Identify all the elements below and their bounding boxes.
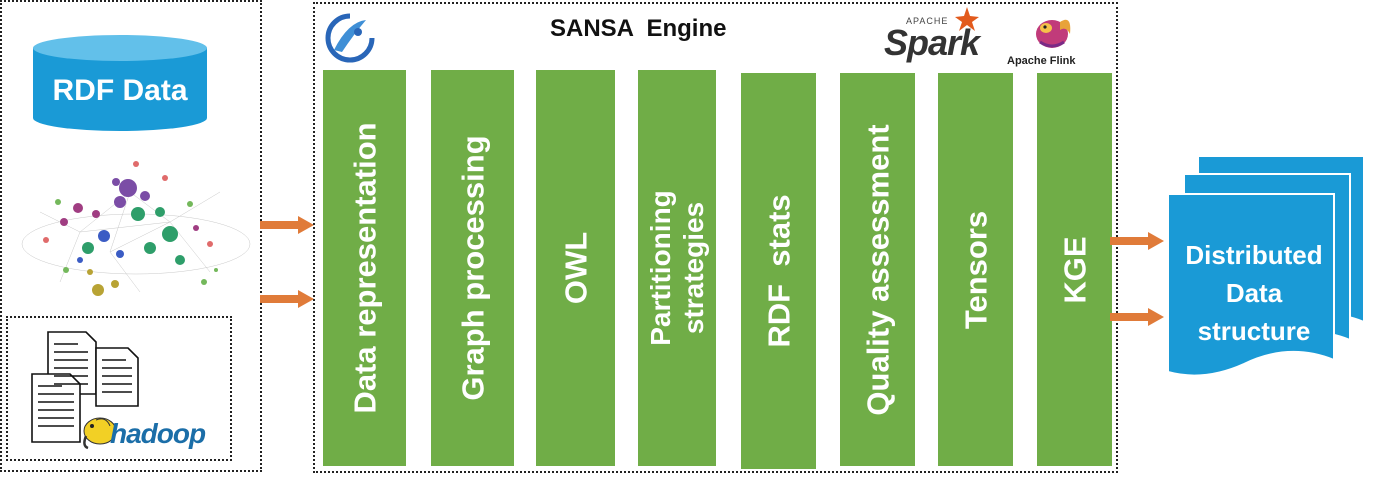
output-arrow-1 xyxy=(1110,232,1164,250)
column-kge: KGE xyxy=(1037,73,1112,466)
column-label: Tensors xyxy=(958,210,993,329)
engine-title: SANSA Engine xyxy=(550,15,727,42)
spark-logo: APACHE Spark xyxy=(884,7,980,66)
flink-squirrel-icon xyxy=(1036,19,1071,48)
distributed-data-structure-icon xyxy=(1167,155,1365,377)
hadoop-label: hadoop xyxy=(110,418,206,449)
input-panel xyxy=(0,0,262,472)
rdf-data-cylinder xyxy=(33,35,207,131)
input-arrow-1 xyxy=(260,216,314,234)
spark-star-icon xyxy=(955,7,979,31)
column-rdf-stats: RDF stats xyxy=(741,73,816,469)
spark-label: Spark xyxy=(884,22,980,63)
output-arrow-2 xyxy=(1110,308,1164,326)
column-quality-assessment: Quality assessment xyxy=(840,73,915,466)
column-label: Partitioning strategies xyxy=(645,190,709,346)
column-label: KGE xyxy=(1057,235,1092,304)
documents-icon xyxy=(31,331,139,443)
sansa-logo-icon xyxy=(325,13,375,63)
column-label: Quality assessment xyxy=(860,123,895,416)
column-label: Graph processing xyxy=(455,135,490,401)
column-owl: OWL xyxy=(536,70,615,466)
rdf-graph-visualization xyxy=(21,161,251,296)
rdf-data-label: RDF Data xyxy=(52,74,188,107)
column-label: OWL xyxy=(558,231,593,305)
column-graph-processing: Graph processing xyxy=(431,70,514,466)
hadoop-elephant-icon xyxy=(83,417,117,450)
distributed-data-structure-label: Distributed Data structure xyxy=(1185,240,1323,346)
hadoop-box xyxy=(6,316,232,461)
column-label: RDF stats xyxy=(761,194,796,348)
column-label: Data representation xyxy=(347,122,382,414)
column-tensors: Tensors xyxy=(938,73,1013,466)
column-partitioning-strategies: Partitioning strategies xyxy=(638,70,716,466)
flink-label: Apache Flink xyxy=(1007,55,1076,67)
spark-apache-text: APACHE xyxy=(906,16,949,26)
input-arrow-2 xyxy=(260,290,314,308)
column-data-representation: Data representation xyxy=(323,70,406,466)
